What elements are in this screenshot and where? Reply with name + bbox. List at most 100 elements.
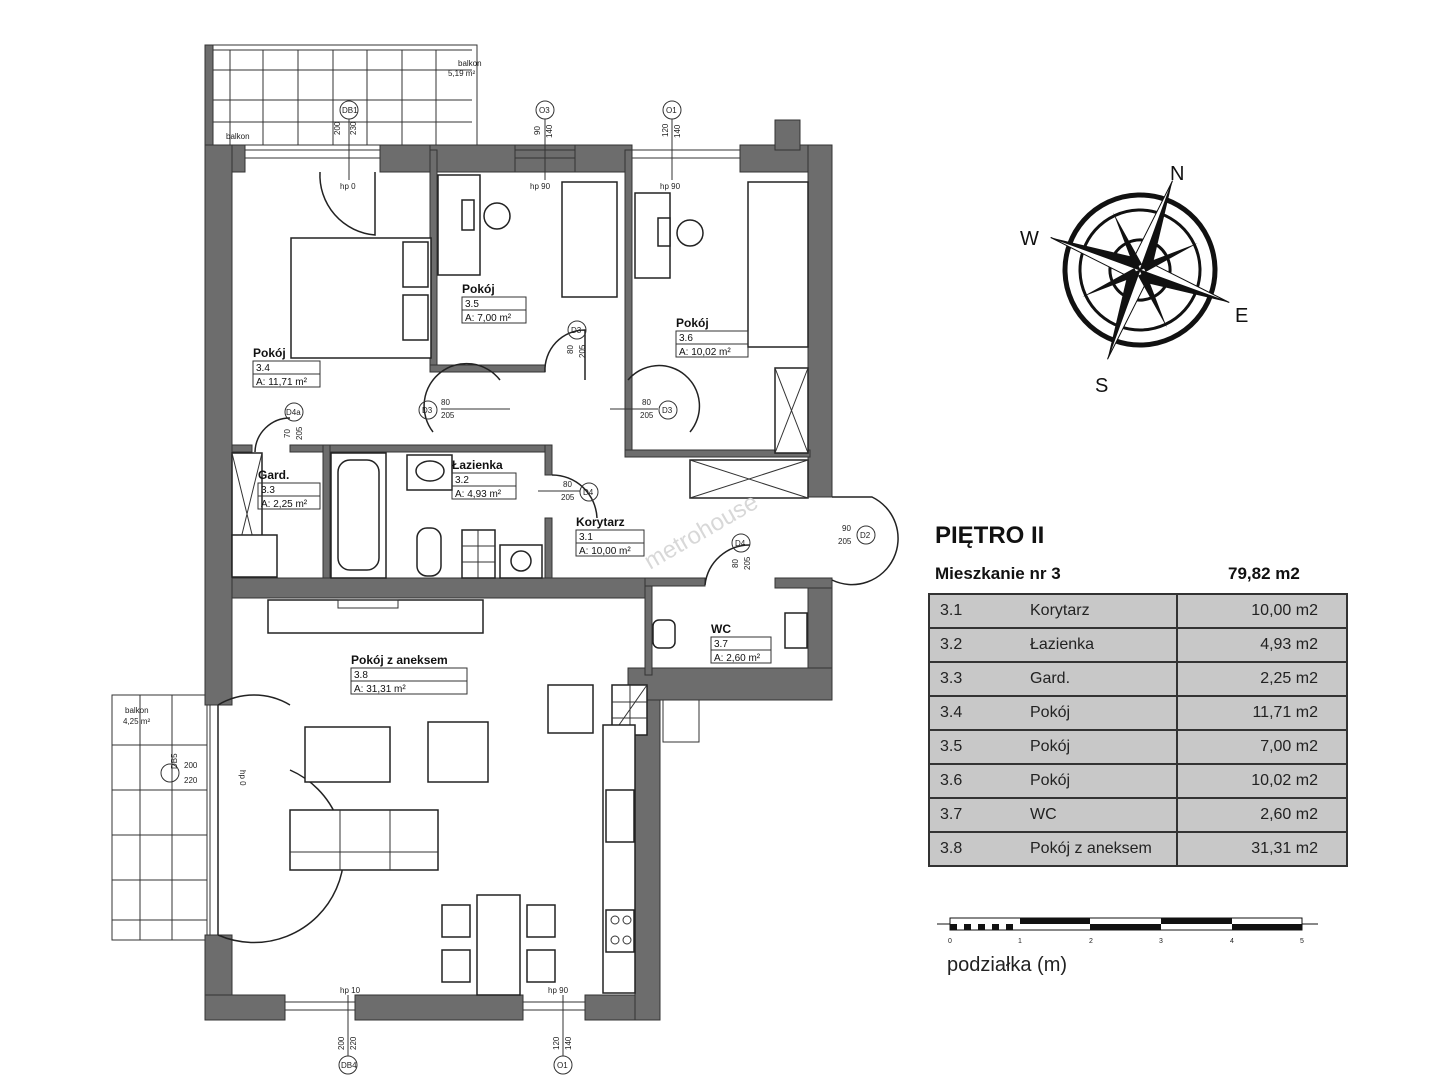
compass-rose: [1050, 180, 1230, 360]
furniture: [231, 174, 809, 996]
svg-text:1: 1: [1018, 938, 1022, 945]
room-label-3-7: WC 3.7 A: 2,60 m²: [710, 622, 772, 664]
svg-text:120: 120: [661, 123, 670, 137]
svg-text:205: 205: [743, 556, 752, 570]
svg-text:205: 205: [640, 411, 654, 420]
svg-text:Łazienka: Łazienka: [452, 458, 503, 472]
balcony-area: 5,19 m²: [448, 69, 475, 78]
svg-text:A: 11,71 m²: A: 11,71 m²: [256, 377, 308, 388]
svg-text:DB1: DB1: [342, 106, 358, 115]
svg-text:hp 0: hp 0: [238, 770, 247, 786]
svg-text:205: 205: [578, 344, 587, 358]
svg-text:A: 2,60 m²: A: 2,60 m²: [714, 653, 761, 664]
svg-text:3.3: 3.3: [261, 485, 275, 496]
svg-text:230: 230: [349, 121, 358, 135]
balcony-label: balkon: [458, 59, 482, 68]
svg-text:3.7: 3.7: [714, 639, 728, 650]
scale-label: podziałka (m): [947, 954, 1068, 976]
svg-text:80: 80: [441, 398, 450, 407]
washing-machine: [499, 544, 543, 579]
svg-text:hp 10: hp 10: [340, 986, 361, 995]
svg-text:205: 205: [838, 537, 852, 546]
svg-text:80: 80: [566, 345, 575, 354]
svg-text:220: 220: [184, 776, 198, 785]
svg-text:D3: D3: [662, 406, 673, 415]
svg-text:hp 90: hp 90: [660, 182, 681, 191]
svg-text:DB4: DB4: [341, 1061, 357, 1070]
svg-text:hp 90: hp 90: [530, 182, 551, 191]
svg-text:140: 140: [545, 124, 554, 138]
svg-text:70: 70: [283, 429, 292, 438]
svg-text:220: 220: [349, 1036, 358, 1050]
apartment-total-area: 79,82 m2: [1228, 564, 1300, 583]
svg-text:3.4: 3.4: [256, 363, 270, 374]
svg-text:A: 10,00 m²: A: 10,00 m²: [579, 546, 631, 557]
svg-text:205: 205: [295, 426, 304, 440]
svg-text:120: 120: [552, 1036, 561, 1050]
wc-toilet: [652, 619, 676, 649]
room-label-3-3: Gard. 3.3 A: 2,25 m²: [257, 468, 321, 510]
balcony-label-small: balkon: [226, 132, 250, 141]
svg-text:3.2: 3.2: [455, 475, 469, 486]
kitchen-counter: [602, 724, 636, 994]
svg-text:Pokój: Pokój: [462, 282, 495, 296]
scale-bar: 0 1 2 3 4 5: [937, 917, 1318, 945]
compass-s: S: [1095, 375, 1108, 397]
sofa: [561, 181, 618, 298]
svg-text:Pokój: Pokój: [676, 316, 709, 330]
room-label-3-6: Pokój 3.6 A: 10,02 m²: [675, 316, 749, 358]
svg-text:O1: O1: [557, 1061, 568, 1070]
svg-text:A: 4,93 m²: A: 4,93 m²: [455, 489, 502, 500]
svg-text:A: 2,25 m²: A: 2,25 m²: [261, 499, 308, 510]
svg-text:A: 7,00 m²: A: 7,00 m²: [465, 313, 512, 324]
svg-text:5: 5: [1300, 938, 1304, 945]
svg-text:140: 140: [673, 124, 682, 138]
walls: [204, 119, 833, 1021]
svg-text:D2: D2: [860, 531, 871, 540]
wc-sink: [784, 612, 808, 649]
stove: [605, 909, 635, 953]
svg-text:3.1: 3.1: [579, 532, 593, 543]
svg-text:90: 90: [533, 126, 542, 135]
svg-text:Gard.: Gard.: [258, 468, 289, 482]
svg-text:200: 200: [337, 1036, 346, 1050]
svg-text:A: 31,31 m²: A: 31,31 m²: [354, 684, 406, 695]
room-label-3-5: Pokój 3.5 A: 7,00 m²: [461, 282, 527, 324]
doors: [217, 171, 899, 944]
svg-text:D3: D3: [422, 406, 433, 415]
svg-text:80: 80: [563, 480, 572, 489]
svg-text:80: 80: [731, 559, 740, 568]
room-label-3-8: Pokój z aneksem 3.8 A: 31,31 m²: [350, 653, 468, 695]
svg-text:90: 90: [842, 524, 851, 533]
svg-text:hp 0: hp 0: [340, 182, 356, 191]
svg-text:205: 205: [441, 411, 455, 420]
compass-labels: N E S W: [1020, 163, 1248, 397]
balcony-left-label: balkon: [125, 706, 149, 715]
svg-text:A: 10,02 m²: A: 10,02 m²: [679, 347, 731, 358]
tag-d3-b: D3 80 205: [418, 398, 510, 420]
couch: [289, 809, 439, 871]
balcony-left-area: 4,25 m²: [123, 717, 150, 726]
svg-text:2: 2: [1089, 938, 1093, 945]
svg-text:3.5: 3.5: [465, 299, 479, 310]
toilet: [416, 527, 442, 577]
dining-table: [476, 894, 521, 996]
